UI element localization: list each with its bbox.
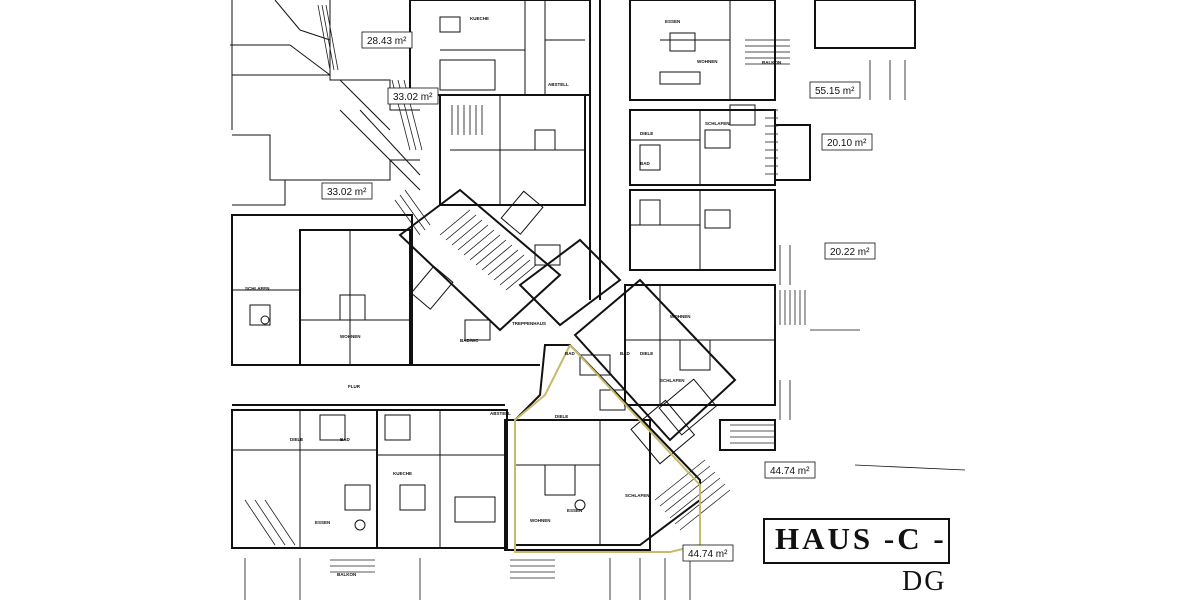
room-label: WOHNEN (340, 334, 361, 339)
room-label: SCHLAFEN (705, 121, 730, 126)
area-label: 20.22 m² (830, 247, 870, 258)
roof-outline (230, 0, 421, 206)
room-label: WOHNEN (697, 59, 718, 64)
area-label: 20.10 m² (827, 138, 867, 149)
room-label: WOHNEN (530, 518, 551, 523)
furniture (249, 16, 756, 531)
room-label: ESSEN (665, 19, 680, 24)
room-label: SCHLAFEN (660, 378, 685, 383)
room-label: DIELE (290, 437, 303, 442)
room-labels: WOHNEN SCHLAFEN ESSEN DIELE BAD KUECHE A… (245, 16, 781, 577)
room-label: ESSEN (315, 520, 330, 525)
room-label: BALKON (337, 572, 356, 577)
house-title-frame (763, 518, 950, 564)
area-label: 33.02 m² (327, 187, 367, 198)
interior-walls (232, 0, 775, 548)
area-label: 44.74 m² (770, 466, 810, 477)
room-label: BALKON (762, 60, 781, 65)
room-label: SCHLAFEN (625, 493, 650, 498)
dimension-marks (244, 60, 966, 600)
room-label: BAD (565, 351, 575, 356)
room-label: KUECHE (470, 16, 489, 21)
area-labels: 28.43 m² 33.02 m² 33.02 m² 55.15 m² 20.1… (321, 31, 876, 562)
balcony-hatch (244, 109, 806, 579)
room-label: KUECHE (393, 471, 412, 476)
room-label: DIELE (555, 414, 568, 419)
room-label: ABSTELL (548, 82, 569, 87)
room-label: ESSEN (567, 508, 582, 513)
room-label: ABSTELL (490, 411, 511, 416)
highlighted-unit-outline (514, 344, 701, 553)
floor-code: DG (902, 566, 947, 597)
room-label: WOHNEN (670, 314, 691, 319)
stair-treads (439, 39, 790, 291)
room-label: DIELE (640, 131, 653, 136)
area-label: 33.02 m² (393, 92, 433, 103)
area-label: 55.15 m² (815, 86, 855, 97)
room-label: BAD (620, 351, 630, 356)
area-label: 28.43 m² (367, 36, 407, 47)
room-label: BAD/WC (460, 338, 479, 343)
room-label: BAD (340, 437, 350, 442)
room-label: SCHLAFEN (245, 286, 270, 291)
room-label: TREPPENHAUS (512, 321, 546, 326)
room-label: FLUR (348, 384, 361, 389)
area-label: 44.74 m² (688, 549, 728, 560)
room-label: DIELE (640, 351, 653, 356)
house-title: HAUS -C - (775, 521, 947, 556)
room-label: BAD (640, 161, 650, 166)
roof-hatch (317, 4, 423, 151)
